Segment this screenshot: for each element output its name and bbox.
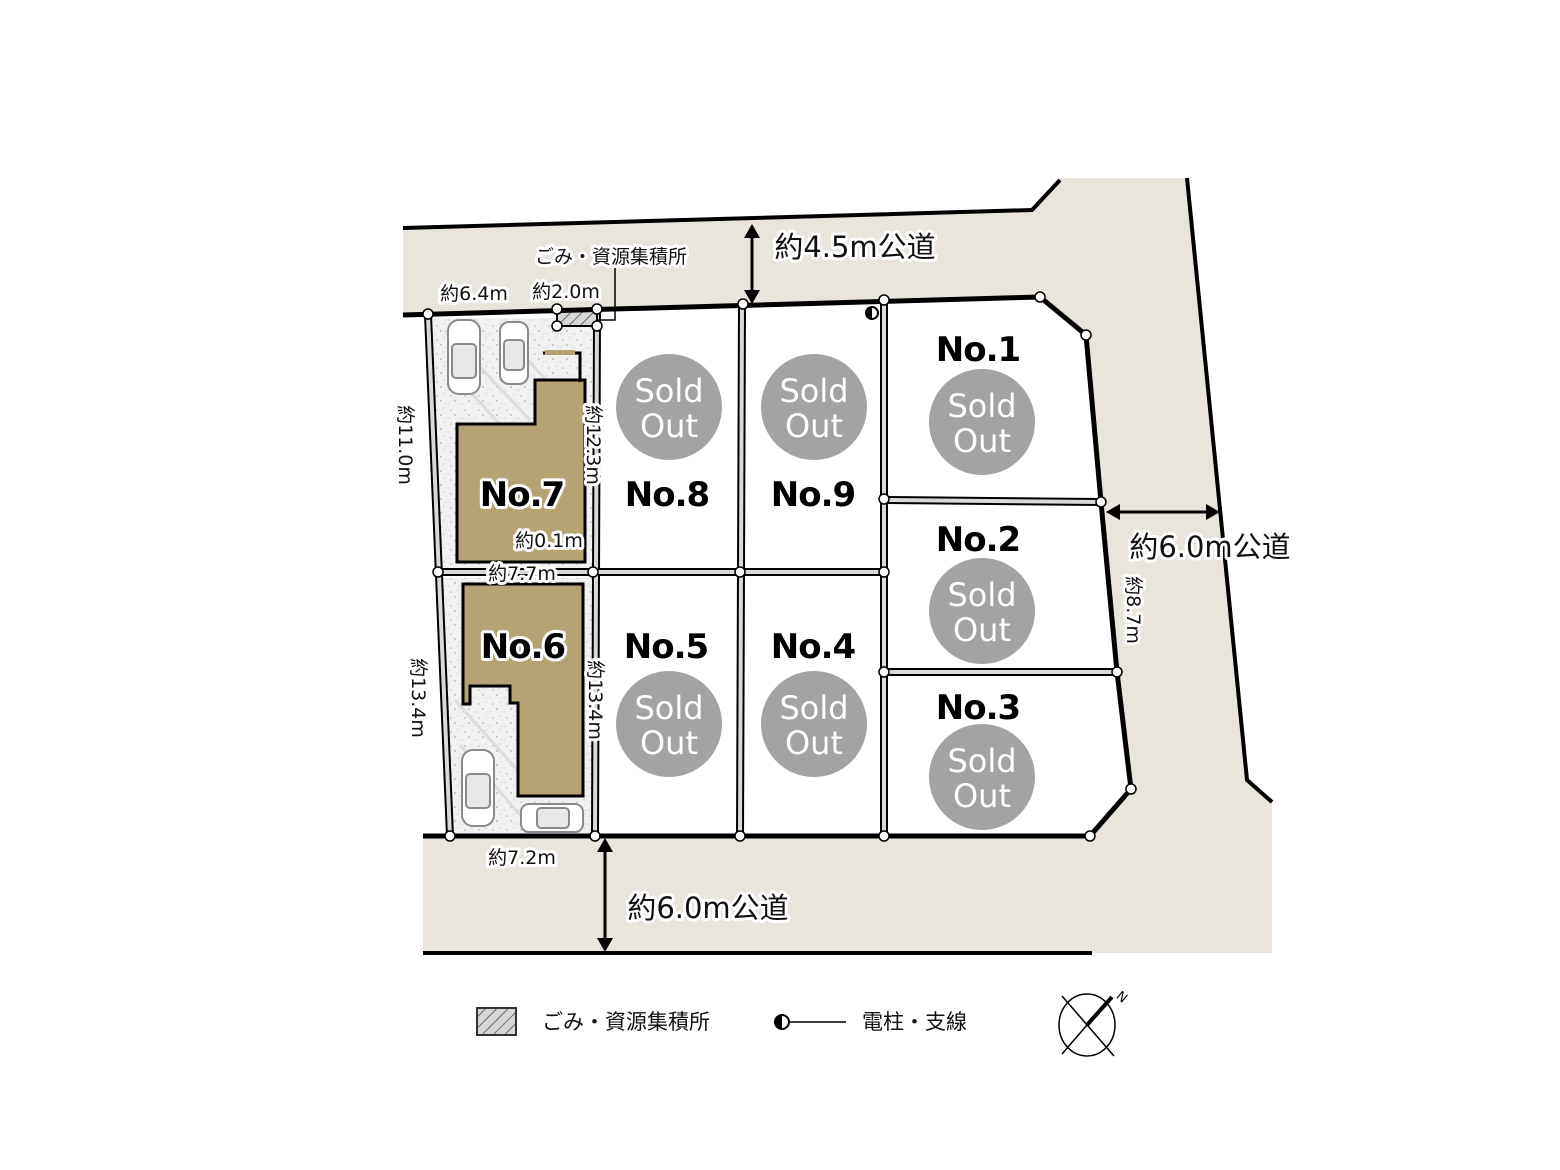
car-icon: [499, 321, 529, 385]
svg-text:Sold: Sold: [779, 689, 848, 727]
compass-icon: N: [1058, 989, 1130, 1057]
legend-pole-icon: [774, 1014, 846, 1030]
legend: ごみ・資源集積所 電柱・支線: [476, 1007, 967, 1036]
svg-text:Sold: Sold: [947, 387, 1016, 425]
utility-pole-icon: [865, 306, 879, 320]
north-road-edge: [402, 178, 1062, 230]
no7-house: [455, 378, 587, 564]
car-icon: [461, 749, 495, 827]
lot-label-no6[interactable]: No.6: [478, 624, 569, 670]
boundary-markers: [422, 291, 1137, 842]
road-label-south: 約6.0m公道: [627, 891, 788, 925]
lot-label-no9[interactable]: No.9: [768, 472, 859, 518]
dim-no7-east: 約12.3m: [582, 405, 604, 485]
sold-out-badge-no9: Sold Out: [761, 354, 867, 460]
north-road: [403, 178, 1272, 953]
sold-out-badge-no3: Sold Out: [929, 724, 1035, 830]
dim-no6-east: 約13.4m: [584, 660, 606, 740]
svg-text:Sold: Sold: [634, 689, 703, 727]
lot-label-no8[interactable]: No.8: [622, 472, 713, 518]
svg-text:Out: Out: [640, 407, 698, 445]
roads: [402, 177, 1274, 955]
svg-text:Out: Out: [640, 724, 698, 762]
dimension-labels: ごみ・資源集積所 約6.4m 約2.0m 約11.0m 約12.3m 約0.1m…: [391, 243, 1147, 872]
sold-out-badge-no5: Sold Out: [616, 671, 722, 777]
east-road-edge: [1185, 177, 1274, 804]
car-icons: [447, 319, 584, 833]
road-label-east: 約6.0m公道: [1129, 530, 1290, 564]
lot-boundary: [402, 294, 1134, 839]
dim-no6-south: 約7.2m: [488, 847, 556, 869]
dim-no6-west: 約13.4m: [407, 658, 429, 738]
no7-house-eave: [545, 350, 575, 355]
dim-gomi-width: 約2.0m: [532, 281, 600, 303]
car-icon: [447, 319, 481, 395]
sold-out-badge-no1: Sold Out: [929, 369, 1035, 475]
svg-text:Sold: Sold: [947, 576, 1016, 614]
dim-no2-east: 約8.7m: [1122, 576, 1144, 644]
sold-out-badge-no2: Sold Out: [929, 558, 1035, 664]
legend-gomi-swatch: [476, 1007, 517, 1036]
lot-label-no5[interactable]: No.5: [621, 624, 712, 670]
legend-pole-label: 電柱・支線: [862, 1010, 967, 1034]
gomi-leader-line: [597, 268, 616, 321]
svg-text:Out: Out: [785, 407, 843, 445]
svg-text:Out: Out: [953, 611, 1011, 649]
svg-text:Sold: Sold: [947, 742, 1016, 780]
svg-text:Sold: Sold: [779, 372, 848, 410]
dim-no7-south: 約7.7m: [488, 563, 556, 585]
no6-house: [461, 582, 585, 798]
compass-north-label: N: [1113, 989, 1130, 1007]
lot-label-no4[interactable]: No.4: [768, 624, 860, 670]
lot-label-no7[interactable]: No.7: [477, 472, 568, 518]
lot-labels: No.1 No.2 No.3 No.4 No.5 No.6 No.7 No.8 …: [477, 327, 1024, 731]
lot-label-no3[interactable]: No.3: [933, 685, 1024, 731]
svg-text:Out: Out: [953, 422, 1011, 460]
road-arrows: [597, 224, 1220, 952]
svg-text:Sold: Sold: [634, 372, 703, 410]
dim-no7-frontage: 約6.4m: [440, 283, 508, 305]
sold-out-badge-no4: Sold Out: [761, 671, 867, 777]
legend-gomi-label: ごみ・資源集積所: [542, 1010, 710, 1034]
dim-no7-gap: 約0.1m: [515, 530, 583, 552]
dim-no7-west: 約11.0m: [394, 405, 416, 485]
svg-text:Out: Out: [953, 777, 1011, 815]
road-label-north: 約4.5m公道: [774, 230, 935, 264]
sold-out-badge-no8: Sold Out: [616, 354, 722, 460]
lot-label-no2[interactable]: No.2: [933, 517, 1024, 563]
lot-label-no1[interactable]: No.1: [933, 327, 1024, 373]
gomi-callout-label: ごみ・資源集積所: [535, 246, 687, 268]
car-icon: [520, 803, 584, 833]
svg-text:Out: Out: [785, 724, 843, 762]
sold-out-badges: Sold Out Sold Out Sold Out Sold Out Sold…: [616, 354, 1035, 830]
